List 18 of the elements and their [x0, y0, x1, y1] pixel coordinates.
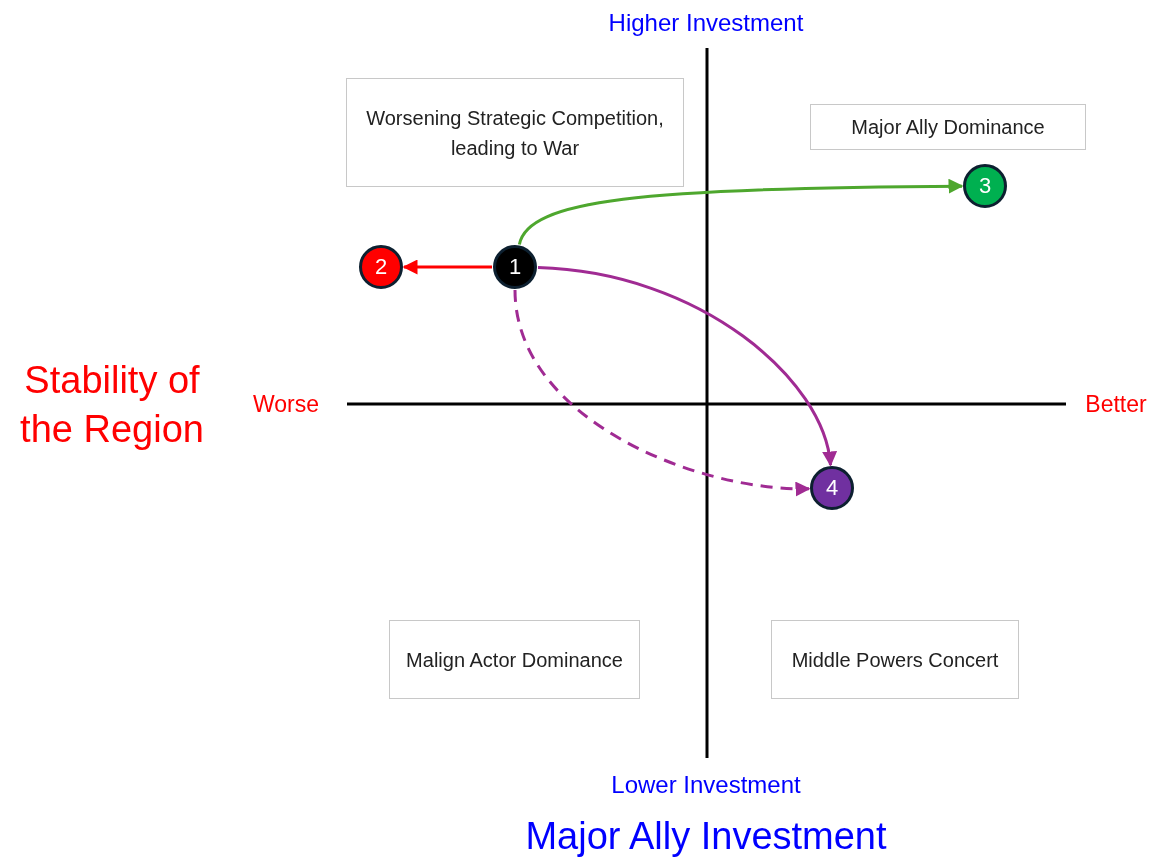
axis-title: Stability of the Region	[19, 357, 205, 452]
scenario-box: Major Ally Dominance	[810, 104, 1086, 150]
arrow	[537, 266, 836, 467]
axis-label: Better	[1085, 390, 1147, 418]
numbered-circle: 2	[359, 245, 403, 289]
axis-title: Major Ally Investment	[525, 814, 887, 858]
numbered-circle: 3	[963, 164, 1007, 208]
arrow	[518, 178, 964, 245]
scenario-box: Middle Powers Concert	[771, 620, 1019, 699]
scenario-box: Worsening Strategic Competition, leading to War	[346, 78, 684, 187]
arrow	[513, 289, 811, 496]
axis-label: Worse	[252, 390, 319, 418]
axis-label: Lower Investment	[611, 771, 801, 799]
scenario-box: Malign Actor Dominance	[389, 620, 640, 699]
arrow	[402, 259, 492, 275]
numbered-circle: 1	[493, 245, 537, 289]
numbered-circle: 4	[810, 466, 854, 510]
axis-label: Higher Investment	[608, 9, 804, 37]
